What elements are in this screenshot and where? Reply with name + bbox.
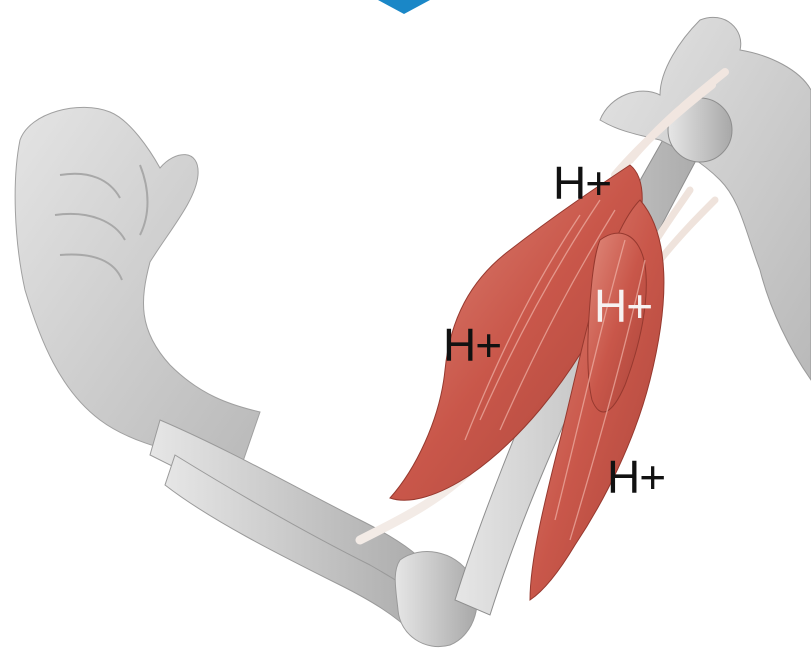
h-plus-label-4: H+	[607, 454, 665, 500]
h-plus-label-1: H+	[553, 160, 611, 206]
h-plus-label-2: H+	[594, 283, 652, 329]
down-arrow-marker-icon	[378, 0, 430, 14]
fist	[15, 107, 260, 470]
h-plus-label-3: H+	[443, 322, 501, 368]
